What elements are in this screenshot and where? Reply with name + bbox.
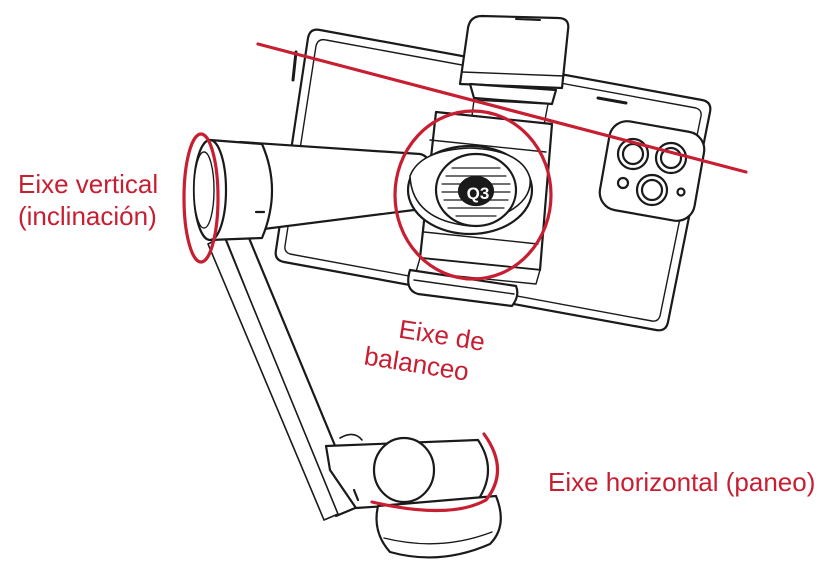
horizon-line (256, 42, 748, 174)
device-logo: Q3 (467, 184, 490, 203)
pan-axis-arc (370, 432, 500, 513)
tilt-axis-label-line2: (inclinación) (18, 201, 157, 231)
tilt-axis-label-line1: Eixe vertical (18, 169, 159, 199)
gimbal-arm-icon (238, 140, 534, 236)
camera-module-icon (598, 120, 706, 222)
tilt-axis-circle (182, 132, 220, 264)
pan-axis-label: Eixe horizontal (paneo) (548, 467, 816, 497)
tilt-axis-label: Eixe vertical (inclinación) (18, 168, 158, 232)
roll-axis-circle (393, 109, 553, 281)
